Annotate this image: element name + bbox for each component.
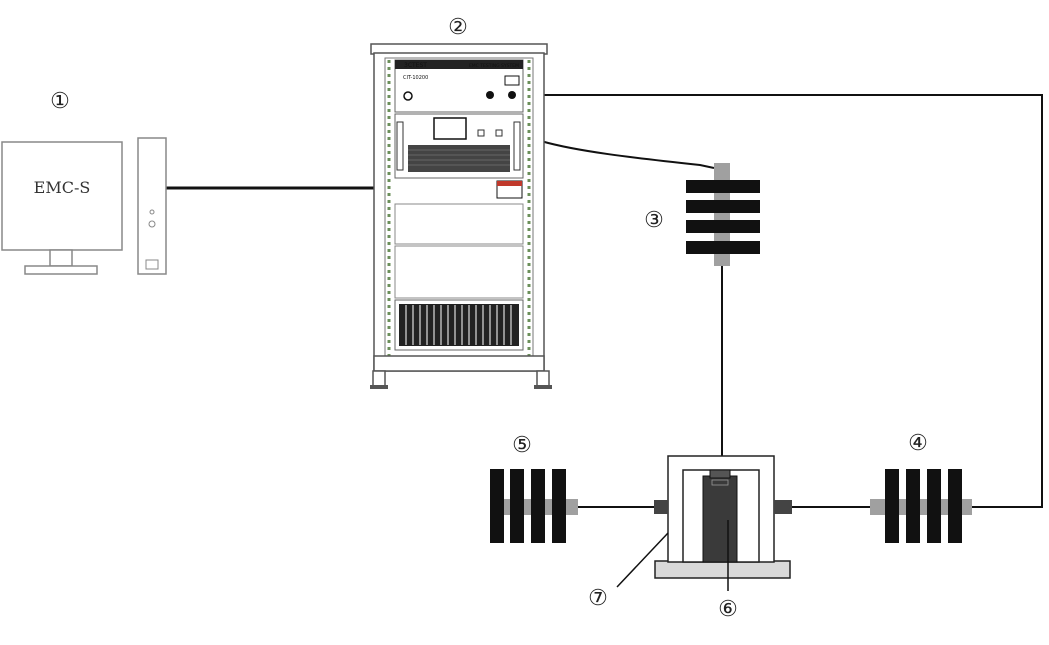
leader-line-7 bbox=[616, 532, 669, 588]
pc-tower bbox=[137, 137, 167, 275]
rack-model: CIT-10200 bbox=[403, 75, 428, 81]
network-4-fin-2 bbox=[906, 469, 920, 543]
rack-foot-pad-right bbox=[534, 385, 552, 389]
eut-device-top bbox=[709, 469, 731, 479]
rack-handle-right bbox=[513, 121, 521, 171]
network-4-fin-4 bbox=[948, 469, 962, 543]
coupling-network-4 bbox=[870, 469, 972, 543]
test-rack: 3CTEST EMC TESTING SYSTEM CIT-10200 bbox=[370, 43, 552, 389]
rack-mini-button-2 bbox=[495, 129, 503, 137]
monitor-stand bbox=[24, 265, 98, 275]
fixture-base-plate bbox=[654, 560, 791, 579]
rack-amplifier-grille bbox=[399, 304, 519, 346]
rack-vent-lines bbox=[408, 149, 510, 166]
rack-port-3 bbox=[486, 91, 494, 99]
network-5-fin-3 bbox=[531, 469, 545, 543]
monitor-label: EMC-S bbox=[34, 178, 91, 197]
network-3-fin-3 bbox=[686, 220, 760, 233]
coupling-network-5 bbox=[490, 469, 578, 543]
rack-handle-left bbox=[396, 121, 404, 171]
rack-foot-left bbox=[372, 370, 386, 388]
rack-knob bbox=[403, 91, 413, 101]
network-3-fin-2 bbox=[686, 200, 760, 213]
rack-vent-grille bbox=[408, 145, 510, 172]
marker-6: ⑥ bbox=[718, 597, 738, 622]
fixture-connector-right bbox=[774, 500, 792, 514]
marker-7: ⑦ bbox=[588, 586, 608, 611]
network-5-fin-1 bbox=[490, 469, 504, 543]
rack-foot-pad-left bbox=[370, 385, 388, 389]
tower-power-button bbox=[148, 220, 156, 228]
coupling-network-3 bbox=[686, 163, 760, 266]
monitor-neck bbox=[49, 249, 73, 267]
rack-display bbox=[433, 117, 467, 140]
marker-2: ② bbox=[448, 15, 468, 40]
rack-warning-stripe bbox=[497, 181, 522, 186]
marker-4: ④ bbox=[908, 431, 928, 456]
network-3-fin-1 bbox=[686, 180, 760, 193]
rack-blank-panel-1 bbox=[394, 203, 524, 245]
rack-header-bar bbox=[395, 60, 523, 69]
network-5-fin-2 bbox=[510, 469, 524, 543]
eut-device bbox=[702, 475, 738, 563]
marker-1: ① bbox=[50, 89, 70, 114]
network-3-fin-4 bbox=[686, 241, 760, 254]
rack-connector-box bbox=[504, 75, 520, 86]
marker-5: ⑤ bbox=[512, 433, 532, 458]
rack-mini-button bbox=[477, 129, 485, 137]
rack-foot-right bbox=[536, 370, 550, 388]
marker-3: ③ bbox=[644, 208, 664, 233]
rack-blank-panel-2 bbox=[394, 245, 524, 299]
tower-drive-slot bbox=[145, 259, 159, 270]
network-5-fin-4 bbox=[552, 469, 566, 543]
rack-port-4 bbox=[508, 91, 516, 99]
rack-grille-slats bbox=[405, 305, 512, 345]
eut-device-slot bbox=[711, 479, 729, 486]
cable-rack-to-network-4 bbox=[512, 94, 1043, 508]
computer: EMC-S bbox=[1, 137, 167, 275]
network-4-fin-1 bbox=[885, 469, 899, 543]
test-fixture bbox=[654, 455, 792, 579]
network-4-fin-3 bbox=[927, 469, 941, 543]
rack-brand: 3CTEST bbox=[404, 62, 427, 69]
fixture-connector-left bbox=[654, 500, 668, 514]
rack-base bbox=[373, 355, 545, 372]
tower-led bbox=[149, 209, 155, 215]
rack-system-name: EMC TESTING SYSTEM bbox=[469, 63, 519, 69]
